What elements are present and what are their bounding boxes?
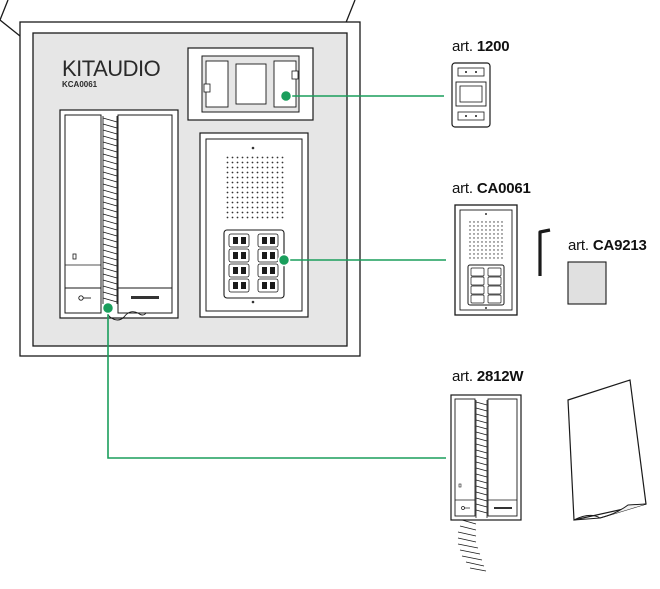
- connector-handset: [107, 308, 446, 459]
- label-prefix: art.: [452, 38, 473, 55]
- box-flap-left: [0, 0, 21, 37]
- tray-handset: [59, 109, 179, 321]
- item-instruction-leaflet: [567, 379, 647, 521]
- label-code: 1200: [476, 38, 510, 55]
- label-prefix: art.: [452, 180, 473, 197]
- speaker-grille: [225, 156, 285, 220]
- tray-power-supply: [187, 47, 314, 121]
- label-art-ca9213: art. CA9213: [568, 237, 647, 254]
- label-code: CA0061: [476, 180, 531, 197]
- item-door-panel-ca0061: [454, 204, 518, 316]
- item-allen-key-ca9213: [538, 228, 607, 305]
- connector-lines: [101, 89, 446, 459]
- label-code: CA9213: [592, 237, 647, 254]
- kit-code: KCA0061: [62, 80, 98, 89]
- label-art-ca0061: art. CA0061: [452, 180, 531, 197]
- label-art-2812w: art. 2812W: [452, 368, 524, 385]
- label-code: 2812W: [476, 368, 524, 385]
- kit-brand-name: KITAUDIO: [62, 56, 161, 81]
- label-art-1200: art. 1200: [452, 38, 510, 55]
- item-power-supply-1200: [451, 62, 491, 128]
- item-handset-2812w: [450, 394, 522, 572]
- label-prefix: art.: [568, 237, 589, 254]
- tray-door-panel: [199, 132, 309, 318]
- label-prefix: art.: [452, 368, 473, 385]
